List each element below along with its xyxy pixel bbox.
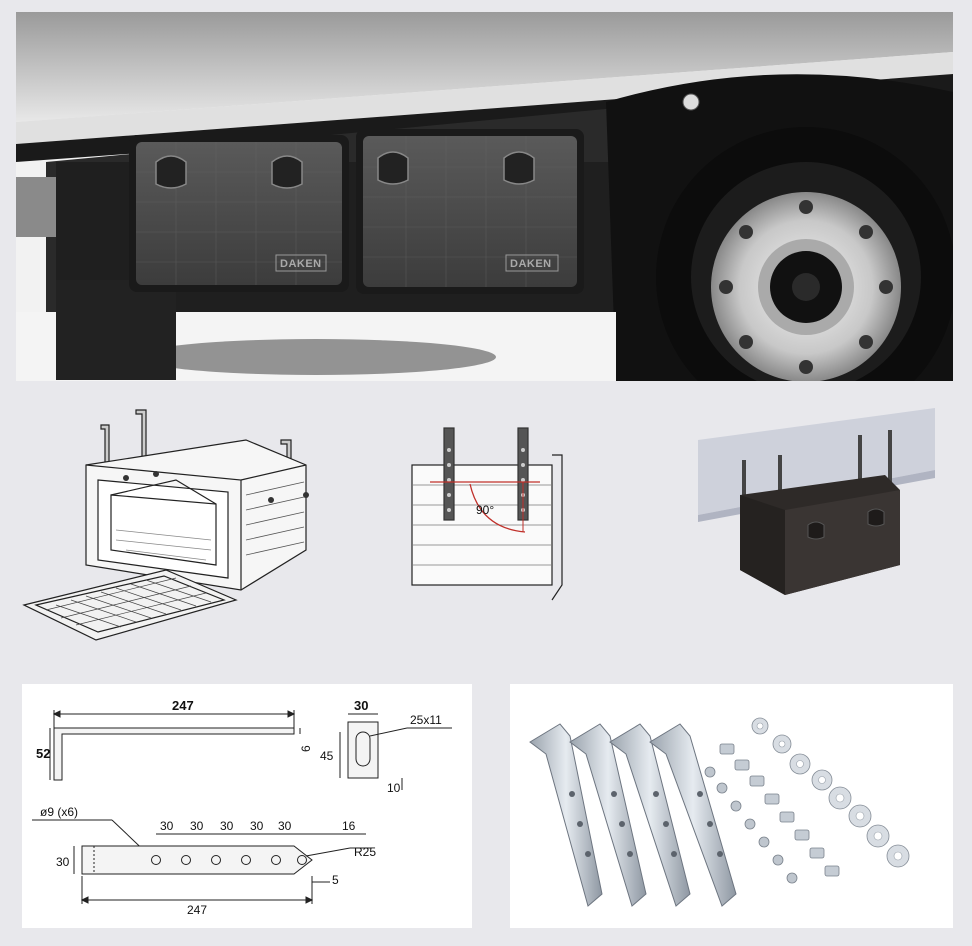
toolbox-mounted-render (690, 400, 940, 610)
bracket-technical-drawing: 247 52 6 30 45 25x11 10 ø9 (x6) 30 30 30… (22, 684, 472, 928)
toolbox-side-view-drawing: 90° (390, 420, 590, 610)
mounted-toolbox-illustration (698, 408, 935, 595)
dim-top-length: 247 (172, 698, 194, 713)
dim-edge-offset: 5 (332, 873, 339, 887)
side-view-line-art: 90° (411, 427, 563, 601)
dim-spacing-3: 30 (220, 819, 234, 833)
dim-radius: R25 (354, 845, 376, 859)
dim-hole-spec: ø9 (x6) (40, 805, 78, 819)
truck-toolbox-photo: DAKEN DAKEN (16, 12, 953, 381)
toolbox-isometric-drawing (16, 400, 346, 660)
open-toolbox-line-art (22, 409, 309, 641)
dim-bottom-offset: 10 (387, 781, 401, 795)
dim-slot-height: 45 (320, 749, 334, 763)
mounting-hardware-photo (510, 684, 953, 928)
dim-spacing-1: 30 (160, 819, 174, 833)
dim-height: 52 (36, 746, 50, 761)
dim-spacing-2: 30 (190, 819, 204, 833)
dim-bottom-length: 247 (187, 903, 207, 917)
truck-photo-illustration: DAKEN DAKEN (16, 12, 953, 381)
dim-slot: 25x11 (410, 713, 442, 727)
mounting-hardware-illustration (529, 717, 910, 907)
toolbox-brand-right: DAKEN (510, 258, 552, 270)
angle-label: 90° (476, 503, 494, 517)
toolbox-brand-left: DAKEN (280, 258, 322, 270)
dim-plate-height: 30 (56, 855, 70, 869)
bracket-dimension-drawing: 247 52 6 30 45 25x11 10 ø9 (x6) 30 30 30… (32, 698, 452, 917)
dim-thickness: 6 (299, 745, 313, 752)
dim-width: 30 (354, 698, 368, 713)
dim-spacing-5: 30 (278, 819, 292, 833)
dim-end-offset: 16 (342, 819, 356, 833)
dim-spacing-4: 30 (250, 819, 264, 833)
